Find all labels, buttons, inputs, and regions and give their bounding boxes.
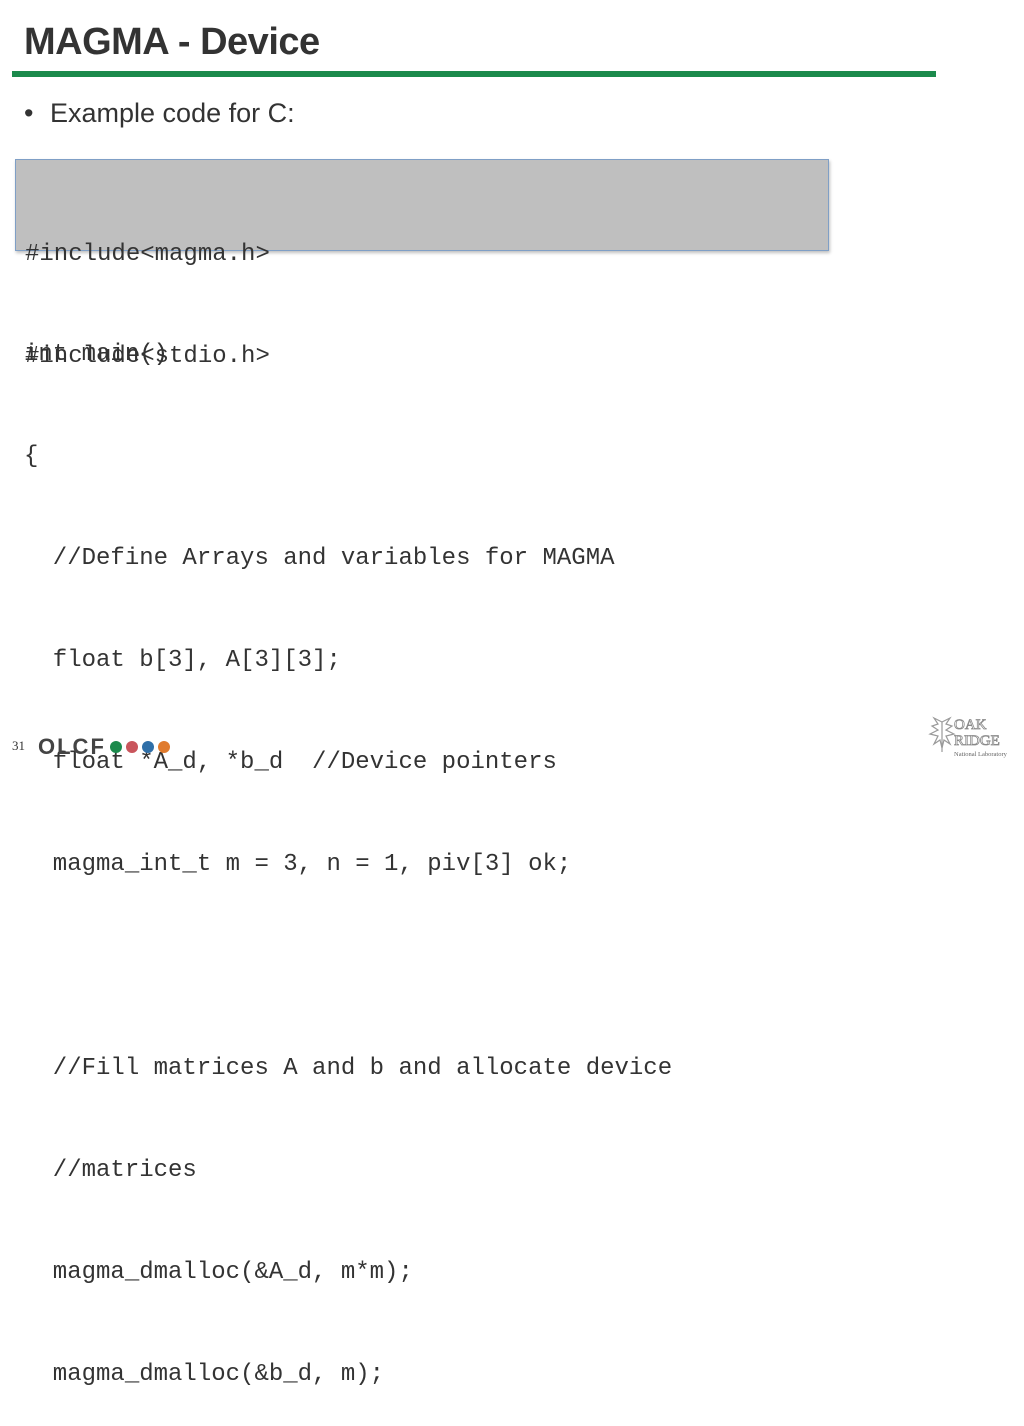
code-line: magma_int_t m = 3, n = 1, piv[3] ok; bbox=[24, 851, 572, 878]
bullet-item: • Example code for C: bbox=[24, 95, 295, 131]
include-code-box: #include<magma.h> #include<stdio.h> bbox=[15, 159, 829, 370]
code-line: float b[3], A[3][3]; bbox=[24, 647, 341, 674]
bullet-text: Example code for C: bbox=[50, 98, 295, 128]
code-line: #include<stdio.h> bbox=[25, 343, 270, 370]
code-line: { bbox=[24, 443, 39, 470]
code-line: int main() bbox=[24, 341, 169, 368]
include-code-block: #include<magma.h> #include<stdio.h> bbox=[25, 170, 270, 442]
olcf-dot-blue bbox=[141, 741, 154, 753]
ornl-logo-line3: National Laboratory bbox=[954, 751, 1008, 758]
page-number: 31 bbox=[12, 738, 25, 753]
bullet-dot: • bbox=[24, 98, 34, 128]
slide-title: MAGMA - Device bbox=[24, 21, 320, 63]
ornl-logo: OAK RIDGE National Laboratory bbox=[928, 716, 1008, 758]
main-code-block: int main() { //Define Arrays and variabl… bbox=[24, 270, 672, 1426]
code-line: #include<magma.h> bbox=[25, 241, 270, 268]
ornl-logo-line2: RIDGE bbox=[954, 733, 1000, 749]
olcf-dot-orange bbox=[157, 741, 170, 753]
code-line: magma_dmalloc(&A_d, m*m); bbox=[24, 1259, 413, 1286]
olcf-logo-text: OLCF bbox=[38, 734, 106, 759]
oak-leaf-icon bbox=[928, 716, 956, 752]
olcf-logo: OLCF bbox=[38, 736, 170, 758]
code-line: //matrices bbox=[24, 1157, 197, 1184]
olcf-dot-green bbox=[109, 741, 122, 753]
code-line: //Define Arrays and variables for MAGMA bbox=[24, 545, 615, 572]
title-underline bbox=[12, 71, 936, 77]
ornl-logo-line1: OAK bbox=[954, 717, 987, 733]
code-line: //Fill matrices A and b and allocate dev… bbox=[24, 1055, 673, 1082]
olcf-dot-red bbox=[125, 741, 138, 753]
code-line: magma_dmalloc(&b_d, m); bbox=[24, 1361, 385, 1388]
code-line bbox=[24, 950, 672, 984]
